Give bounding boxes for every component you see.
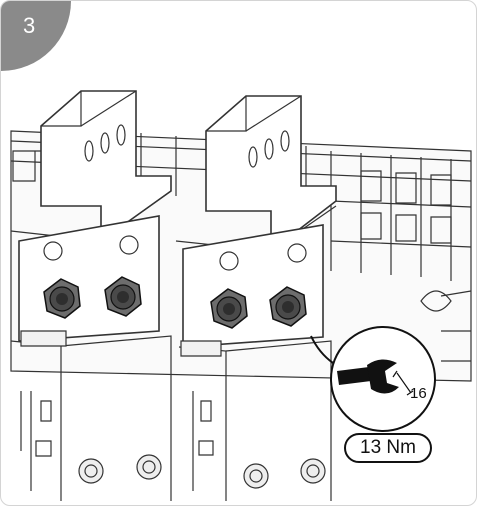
hex-nut bbox=[210, 288, 248, 329]
hex-nut bbox=[269, 286, 307, 327]
torque-value-label: 13 Nm bbox=[344, 433, 432, 463]
wrench-icon bbox=[337, 359, 399, 394]
hex-nut bbox=[43, 278, 81, 319]
tool-size-label: 16 bbox=[410, 385, 427, 402]
step-number: 3 bbox=[23, 13, 36, 38]
callout-leader bbox=[310, 335, 334, 364]
hex-nut bbox=[104, 276, 142, 317]
wrench-callout bbox=[330, 326, 436, 432]
